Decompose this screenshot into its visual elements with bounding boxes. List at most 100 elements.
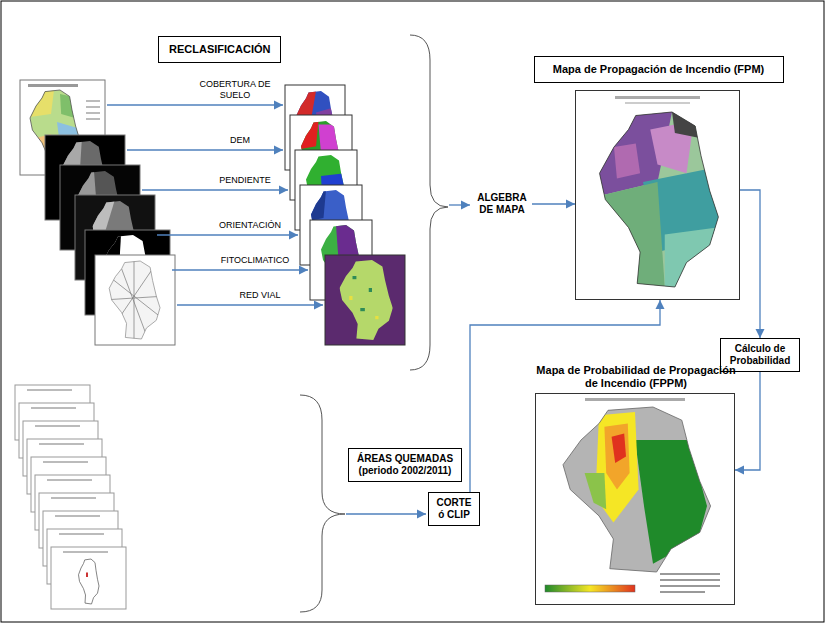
map-graphic <box>614 144 640 179</box>
flow-arrow <box>532 203 575 204</box>
map-graphic <box>660 585 720 587</box>
map-graphic <box>86 112 100 114</box>
map-frame: Mapa de Probabilidad de Propagación de I… <box>535 393 735 605</box>
box-text: ÁREAS QUEMADAS (periodo 2002/2011) <box>353 453 457 477</box>
map-title: Mapa de Probabilidad de Propagación de I… <box>531 364 741 390</box>
map-graphic <box>563 407 711 572</box>
map-graphic <box>157 234 298 235</box>
map-graphic <box>319 125 347 154</box>
map-title: Mapa de Propagación de Incendio (FPM) <box>534 56 784 83</box>
map-graphic <box>625 102 690 104</box>
map-graphic <box>109 261 160 339</box>
map-graphic <box>59 533 104 535</box>
map-graphic <box>585 112 730 287</box>
map-graphic <box>60 94 78 118</box>
reclass-arrows <box>107 105 323 305</box>
map-graphic <box>545 585 635 592</box>
map-graphic <box>325 255 405 345</box>
bracket-arrow <box>346 513 426 514</box>
layer-label: FITOCLIMATICO <box>213 255 297 266</box>
map-graphic <box>600 112 719 287</box>
map-graphic <box>43 461 88 463</box>
map-graphic <box>127 149 283 150</box>
fpm-map-picture <box>575 90 740 300</box>
map-graphic <box>612 433 626 463</box>
map-graphic <box>28 84 78 87</box>
map-graphic <box>545 407 725 572</box>
map-graphic <box>660 591 705 593</box>
map-graphic <box>615 96 700 99</box>
map-graphic <box>604 424 629 490</box>
map-graphic <box>103 261 165 339</box>
map-graphic <box>585 398 685 401</box>
flow-arrow <box>470 300 660 492</box>
map-graphic <box>95 255 175 345</box>
map-frame: Mapa de Propagación de Incendio (FPM) <box>575 90 740 300</box>
map-graphic <box>660 579 720 581</box>
map-graphic <box>349 296 352 300</box>
group-bracket <box>300 395 345 612</box>
map-graphic <box>79 559 100 604</box>
map-graphic <box>47 479 92 481</box>
map-graphic <box>665 226 730 287</box>
layer-label: RED VIAL <box>230 290 290 301</box>
process-box: ÁREAS QUEMADAS (periodo 2002/2011) <box>348 448 462 482</box>
map-graphic <box>375 316 378 319</box>
map-graphic <box>585 182 665 287</box>
map-graphic <box>24 90 54 118</box>
map-graphic <box>31 407 76 409</box>
map-graphic <box>95 255 175 345</box>
map-graphic <box>86 118 100 120</box>
map-graphic <box>353 276 357 279</box>
map-graphic <box>585 112 730 287</box>
layer-label: ORIENTACIÓN <box>208 220 292 231</box>
map-graphic <box>333 260 398 340</box>
map-graphic <box>63 551 108 553</box>
layer-label: COBERTURA DE SUELO <box>198 79 272 101</box>
map-graphic <box>55 515 100 517</box>
operation-label: ALGEBRA DE MAPA <box>472 190 532 218</box>
layer-label: DEM <box>210 135 270 146</box>
group-bracket <box>410 35 448 370</box>
map-graphic <box>306 190 326 222</box>
map-graphic <box>172 269 308 270</box>
map-graphic <box>575 90 740 300</box>
reclassified-map-stack <box>285 85 405 345</box>
map-graphic <box>333 260 398 340</box>
map-graphic <box>51 547 126 609</box>
map-graphic <box>39 443 84 445</box>
process-box: RECLASIFICACIÓN <box>158 36 281 63</box>
burned-area-stack <box>15 385 126 609</box>
map-graphic <box>535 393 735 605</box>
map-graphic <box>27 389 72 391</box>
map-graphic <box>333 260 398 340</box>
flow-arrow <box>735 372 760 470</box>
bracket-arrow <box>449 204 470 205</box>
map-graphic <box>79 559 100 604</box>
box-text: CORTE ó CLIP <box>433 497 475 521</box>
box-text: Cálculo de Probabilidad <box>725 343 795 367</box>
map-graphic <box>660 573 720 575</box>
map-graphic <box>86 106 100 108</box>
layer-label: PENDIENTE <box>205 175 285 186</box>
map-graphic <box>545 407 725 572</box>
map-graphic <box>35 425 80 427</box>
map-graphic <box>51 547 126 609</box>
flow-arrow <box>740 190 760 338</box>
map-graphic <box>325 255 405 345</box>
map-graphic <box>86 100 100 102</box>
map-graphic <box>635 440 707 564</box>
fppm-map-picture <box>535 393 735 605</box>
map-graphic <box>369 288 372 292</box>
map-graphic <box>103 261 165 339</box>
map-graphic <box>142 189 288 190</box>
map-graphic <box>177 304 323 305</box>
box-text: RECLASIFICACIÓN <box>169 43 270 56</box>
map-graphic <box>103 261 165 339</box>
map-graphic <box>51 497 96 499</box>
input-map-stack <box>20 80 175 345</box>
